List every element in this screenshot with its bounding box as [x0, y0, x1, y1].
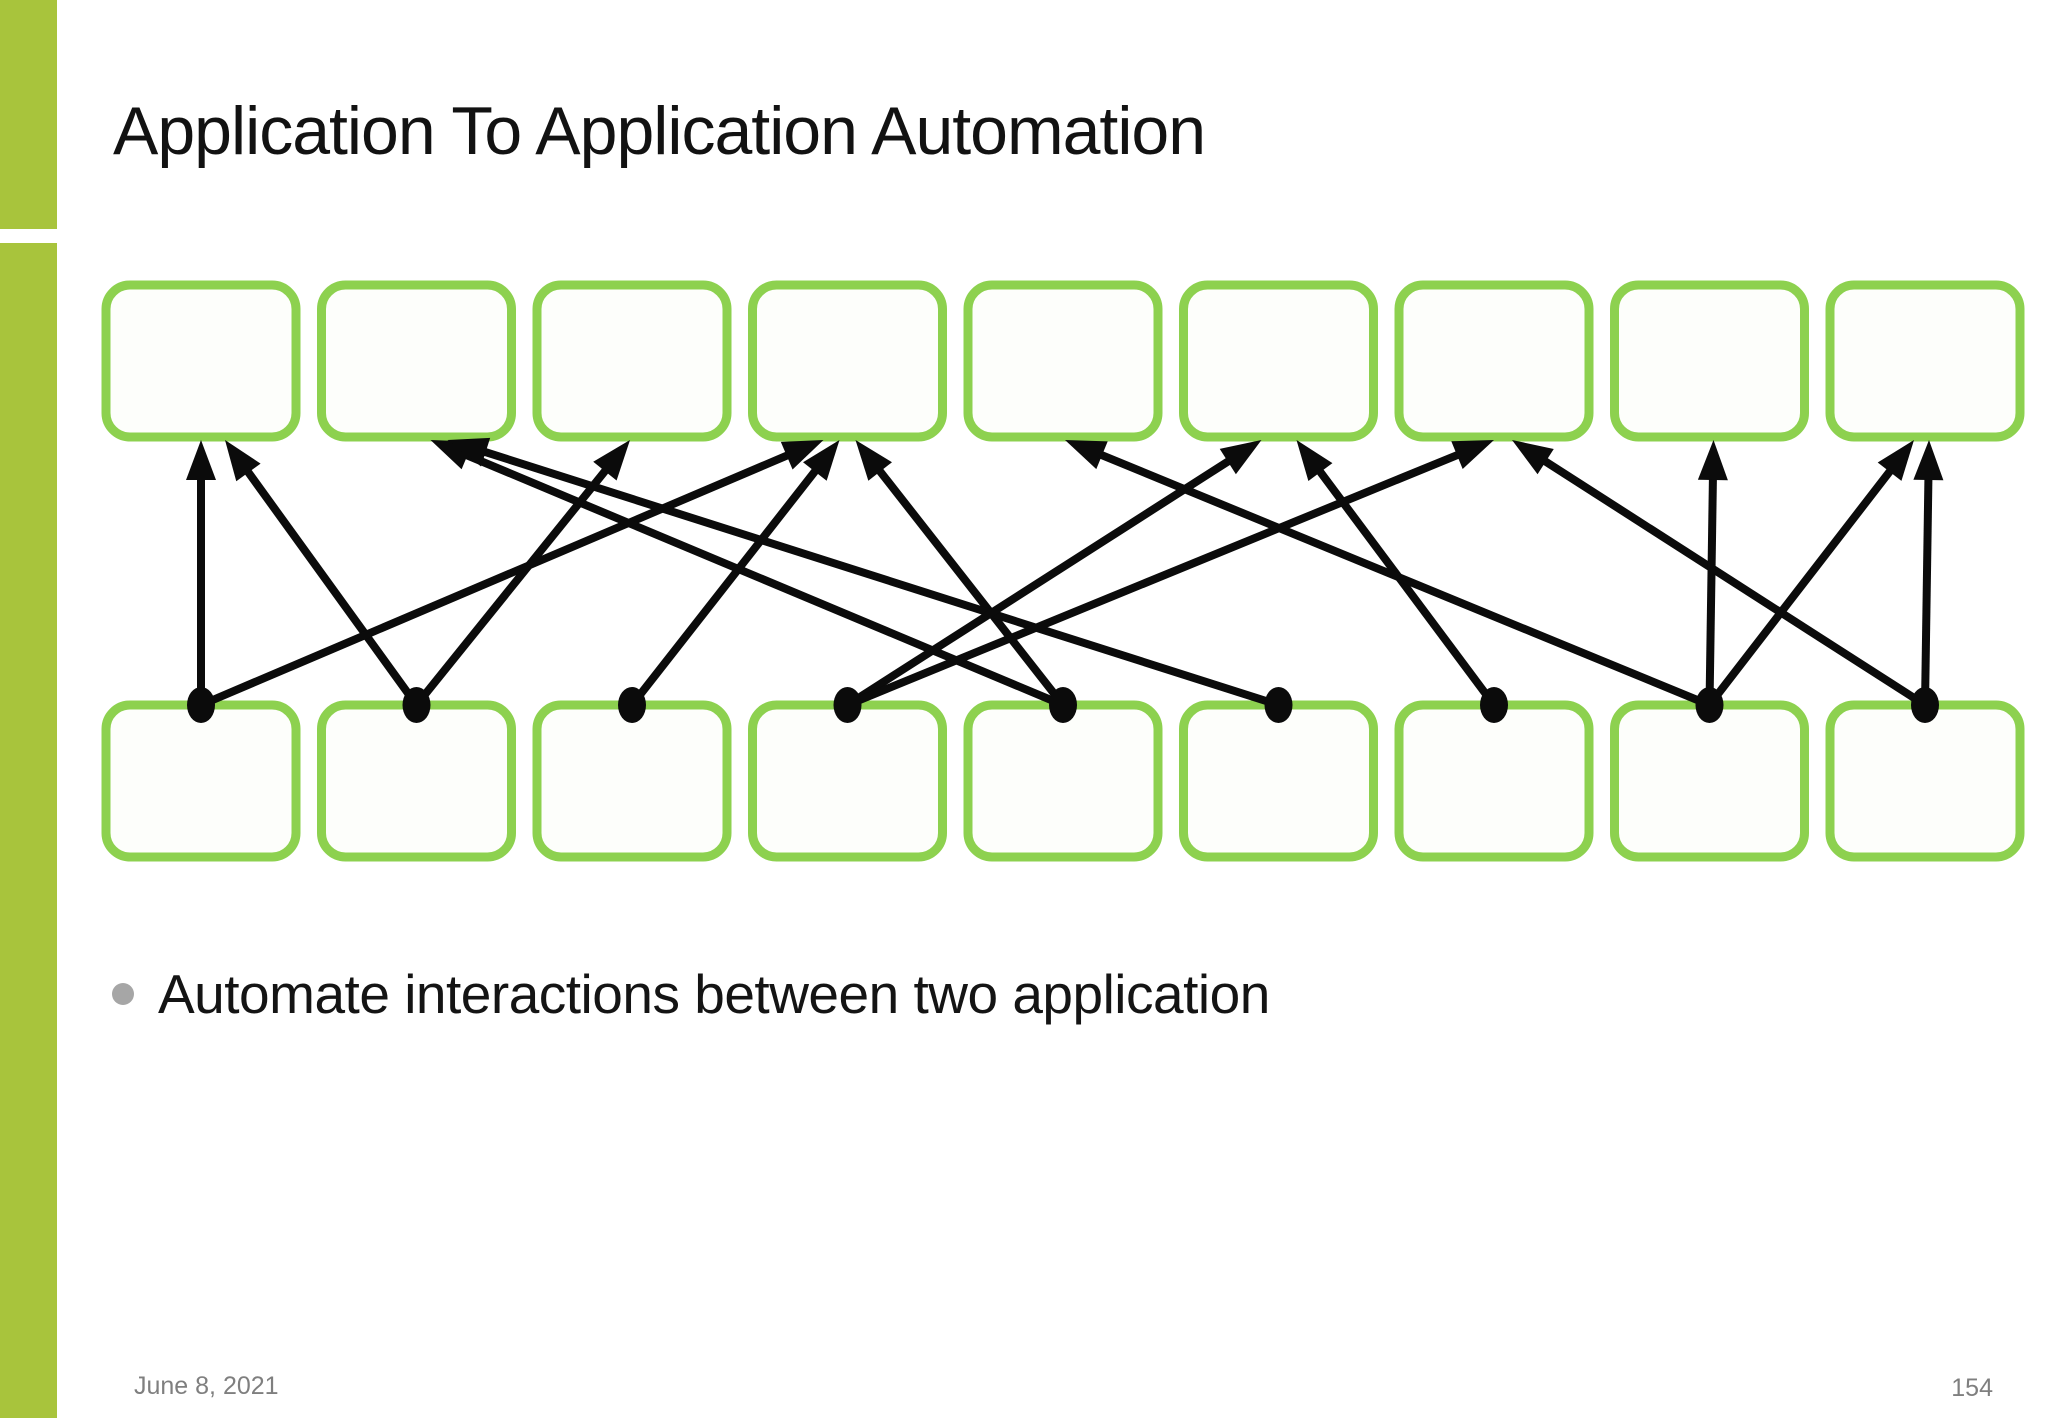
accent-bar-top-segment: [0, 0, 57, 229]
connection-arrowhead-icon: [1913, 440, 1944, 481]
connection-arrowhead-icon: [803, 440, 840, 481]
top-app-box: [748, 280, 947, 442]
bottom-app-box: [317, 700, 516, 862]
connection-arrow-shaft: [873, 464, 1067, 708]
connection-arrow-shaft: [1921, 473, 1933, 706]
connection-arrowhead-icon: [1296, 440, 1333, 482]
connection-arrow-shaft: [1094, 449, 1712, 709]
connection-arrow-shaft: [1538, 454, 1928, 709]
connection-dot: [187, 687, 215, 723]
bottom-app-box: [101, 700, 301, 862]
connection-arrowhead-icon: [1065, 440, 1108, 470]
connection-arrowhead-icon: [1219, 440, 1262, 475]
bottom-app-box: [1179, 700, 1378, 862]
connection-arrowhead-icon: [225, 440, 261, 482]
connection-arrow-shaft: [478, 446, 1280, 709]
connection-arrow-shaft: [199, 449, 794, 709]
top-app-box: [1610, 280, 1809, 442]
connection-arrowhead-icon: [593, 440, 630, 481]
connection-dot: [1049, 687, 1077, 723]
bottom-app-box: [748, 700, 947, 862]
connection-arrow-shaft: [241, 465, 420, 708]
top-app-box: [101, 280, 301, 442]
bottom-app-box: [1825, 700, 2025, 862]
top-app-box: [532, 280, 732, 442]
bullet-item: Automate interactions between two applic…: [112, 962, 1270, 1026]
bottom-app-box: [1610, 700, 1809, 862]
page-title: Application To Application Automation: [113, 93, 1206, 169]
connection-arrowhead-icon: [1512, 440, 1554, 475]
connection-arrow-shaft: [628, 464, 822, 708]
connection-arrowhead-icon: [186, 440, 216, 480]
connection-dot: [1264, 687, 1293, 723]
connection-arrowhead-icon: [1877, 440, 1914, 481]
top-app-box: [317, 280, 516, 442]
connection-arrow-shaft: [1706, 464, 1897, 708]
top-app-box: [1825, 280, 2025, 442]
connection-dot: [833, 687, 862, 723]
top-app-box: [963, 280, 1163, 442]
footer-date: June 8, 2021: [134, 1372, 279, 1400]
connection-arrowhead-icon: [1697, 440, 1728, 481]
connection-dot: [1480, 687, 1508, 723]
connection-arrow-shaft: [845, 449, 1465, 709]
bullet-marker-icon: [112, 983, 134, 1005]
connection-dot: [1695, 687, 1724, 723]
connection-arrowhead-icon: [855, 440, 892, 481]
connection-dot: [1911, 687, 1939, 723]
page-number: 154: [1951, 1374, 1993, 1402]
connection-arrow-shaft: [460, 449, 1065, 709]
connection-arrow-shaft: [845, 454, 1236, 709]
top-app-box: [1394, 280, 1594, 442]
bottom-app-box: [1394, 700, 1594, 862]
bottom-app-box: [532, 700, 732, 862]
bullet-text: Automate interactions between two applic…: [158, 963, 1270, 1025]
accent-bar-bottom-segment: [0, 243, 57, 1418]
connection-arrowhead-icon: [780, 440, 824, 470]
connection-arrowhead-icon: [1451, 440, 1494, 470]
connection-arrowhead-icon: [447, 437, 491, 467]
connection-arrow-shaft: [413, 463, 612, 708]
connection-arrow-shaft: [1705, 473, 1717, 706]
top-app-box: [1179, 280, 1378, 442]
connection-dot: [402, 687, 431, 723]
connection-arrow-shaft: [1313, 464, 1498, 708]
bottom-app-box: [963, 700, 1163, 862]
connection-dot: [618, 687, 646, 723]
